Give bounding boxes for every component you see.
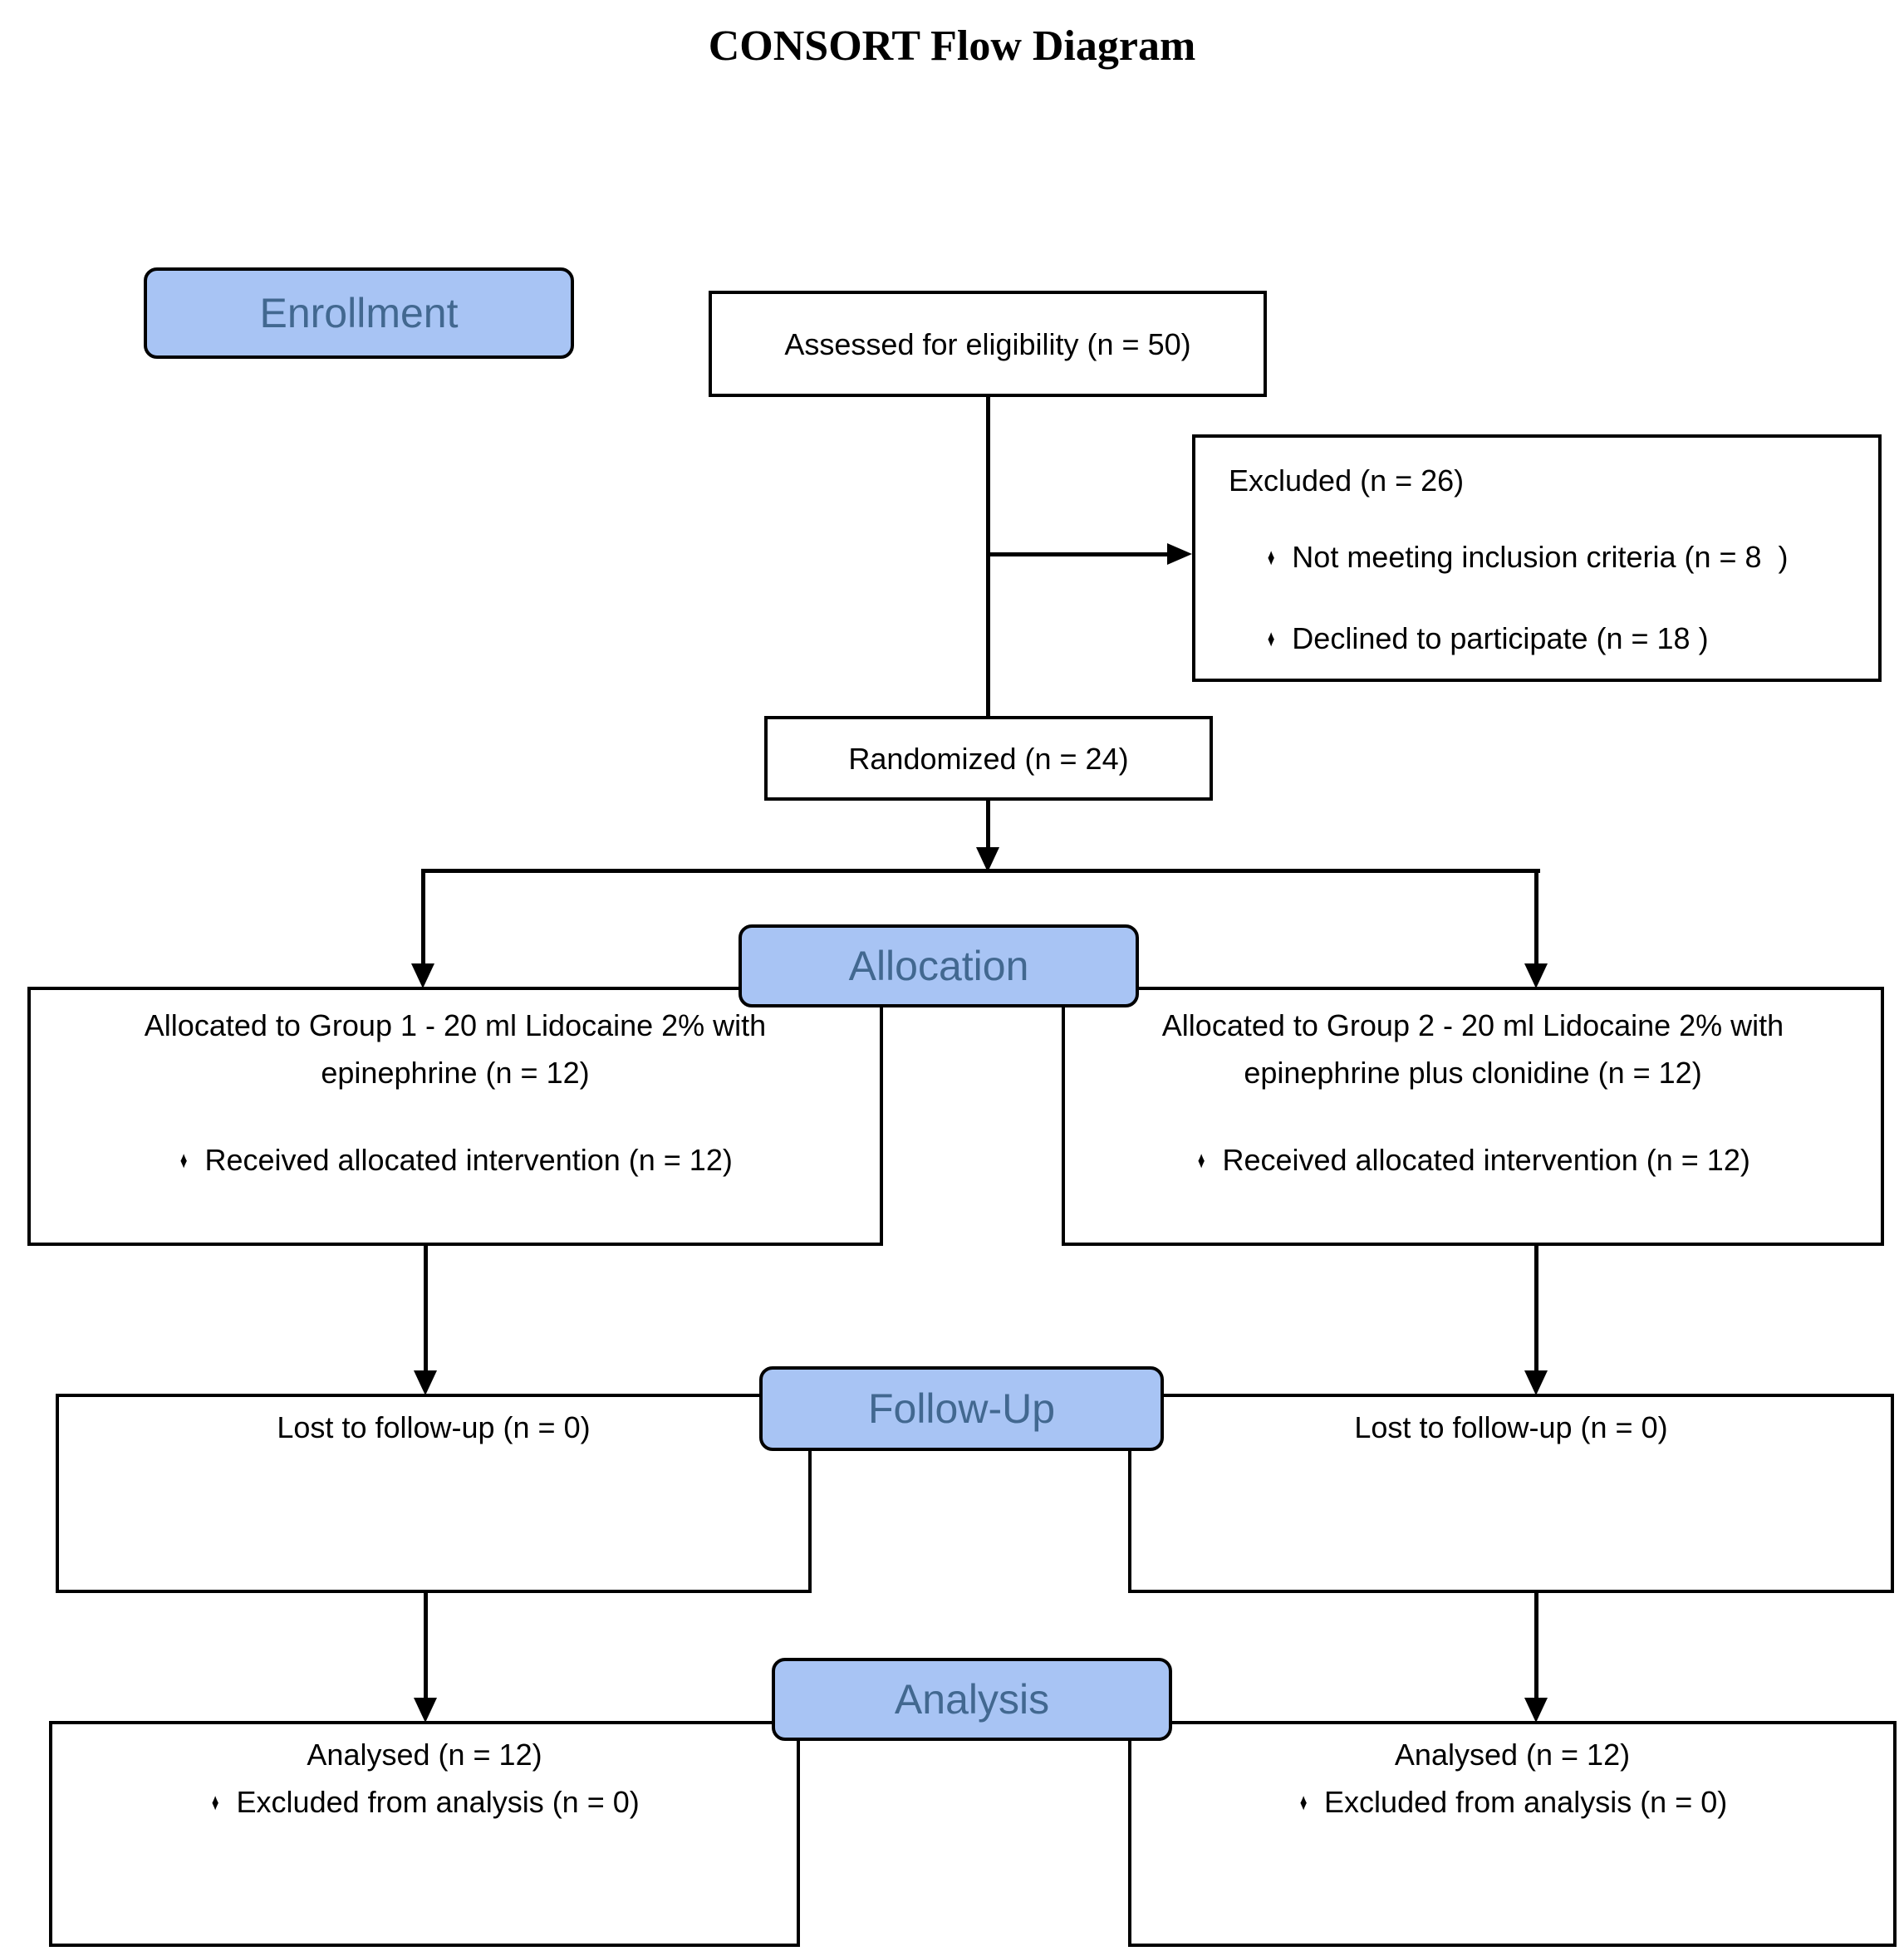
stage-label-followup: Follow-Up [759, 1366, 1164, 1451]
box-excluded-item: ♦ Declined to participate (n = 18 ) [1229, 620, 1870, 657]
box-analysed-right-item-text: Excluded from analysis (n = 0) [1324, 1785, 1728, 1819]
box-randomized: Randomized (n = 24) [764, 716, 1213, 801]
box-followup-right-text: Lost to follow-up (n = 0) [1354, 1410, 1668, 1444]
box-analysed-right: Analysed (n = 12) ♦ Excluded from analys… [1128, 1721, 1897, 1947]
box-group1-item-text: Received allocated intervention (n = 12) [204, 1143, 733, 1177]
diamond-bullet-icon: ♦ [180, 1146, 188, 1173]
page-title: CONSORT Flow Diagram [708, 22, 1196, 70]
box-group2-title-line: Allocated to Group 2 - 20 ml Lidocaine 2… [1161, 1008, 1784, 1042]
box-analysed-right-title: Analysed (n = 12) [1394, 1738, 1631, 1772]
connector-group1-to-followup [424, 1246, 428, 1372]
box-excluded-item: ♦ Not meeting inclusion criteria (n = 8 … [1229, 539, 1870, 576]
connector-randomized-to-split [986, 801, 990, 851]
box-analysed-left: Analysed (n = 12) ♦ Excluded from analys… [49, 1721, 800, 1947]
arrowhead-down-group2-icon [1524, 963, 1548, 988]
connector-followup-to-analysis-left [424, 1593, 428, 1699]
stage-label-enrollment-text: Enrollment [259, 290, 459, 336]
arrowhead-down-split-icon [976, 847, 999, 872]
box-group2-title-line: epinephrine plus clonidine (n = 12) [1244, 1056, 1702, 1090]
diamond-bullet-icon: ♦ [1267, 544, 1275, 570]
box-group1: Allocated to Group 1 - 20 ml Lidocaine 2… [27, 987, 883, 1246]
box-analysed-left-item-text: Excluded from analysis (n = 0) [236, 1785, 640, 1819]
box-analysed-right-item: ♦ Excluded from analysis (n = 0) [1131, 1778, 1893, 1826]
connector-followup-to-analysis-right [1534, 1593, 1538, 1699]
box-analysed-left-title: Analysed (n = 12) [307, 1738, 542, 1772]
stage-label-allocation-text: Allocation [848, 943, 1029, 989]
arrowhead-down-analysed-left-icon [414, 1698, 437, 1723]
box-randomized-text: Randomized (n = 24) [848, 741, 1129, 776]
stage-label-enrollment: Enrollment [144, 267, 574, 359]
box-excluded-item-text: Declined to participate (n = 18 ) [1292, 621, 1709, 655]
box-followup-left: Lost to follow-up (n = 0) [56, 1394, 812, 1593]
box-group2-item: ♦ Received allocated intervention (n = 1… [1065, 1136, 1881, 1184]
diamond-bullet-icon: ♦ [1299, 1788, 1308, 1815]
stage-label-followup-text: Follow-Up [867, 1385, 1056, 1432]
diamond-bullet-icon: ♦ [1198, 1146, 1205, 1173]
connector-split-to-group1 [421, 869, 425, 965]
box-assessed: Assessed for eligibility (n = 50) [709, 291, 1267, 397]
stage-label-allocation: Allocation [739, 924, 1139, 1007]
arrowhead-down-group1-icon [411, 963, 434, 988]
stage-label-analysis: Analysis [772, 1658, 1172, 1741]
connector-group2-to-followup [1534, 1246, 1538, 1372]
box-excluded-title: Excluded (n = 26) [1229, 463, 1465, 498]
box-group2: Allocated to Group 2 - 20 ml Lidocaine 2… [1062, 987, 1884, 1246]
box-followup-left-text: Lost to follow-up (n = 0) [277, 1410, 591, 1444]
stage-label-analysis-text: Analysis [894, 1676, 1050, 1723]
connector-split-to-group2 [1534, 869, 1538, 965]
connector-split-line [423, 869, 1540, 873]
arrowhead-right-excluded-icon [1167, 543, 1192, 565]
box-group1-title-line: epinephrine (n = 12) [321, 1056, 590, 1090]
box-excluded-item-text: Not meeting inclusion criteria (n = 8 ) [1292, 540, 1789, 574]
connector-to-excluded [988, 552, 1172, 556]
box-analysed-left-item: ♦ Excluded from analysis (n = 0) [52, 1778, 797, 1826]
arrowhead-down-analysed-right-icon [1524, 1698, 1548, 1723]
box-excluded: Excluded (n = 26) ♦ Not meeting inclusio… [1192, 434, 1882, 682]
box-followup-right: Lost to follow-up (n = 0) [1128, 1394, 1894, 1593]
connector-assessed-to-randomized [986, 397, 990, 716]
box-group1-item: ♦ Received allocated intervention (n = 1… [31, 1136, 880, 1184]
arrowhead-down-followup-left-icon [414, 1370, 437, 1395]
arrowhead-down-followup-right-icon [1524, 1370, 1548, 1395]
box-group2-item-text: Received allocated intervention (n = 12) [1222, 1143, 1750, 1177]
diamond-bullet-icon: ♦ [1267, 625, 1275, 651]
diamond-bullet-icon: ♦ [212, 1788, 219, 1815]
box-group1-title-line: Allocated to Group 1 - 20 ml Lidocaine 2… [144, 1008, 767, 1042]
box-assessed-text: Assessed for eligibility (n = 50) [784, 326, 1191, 361]
